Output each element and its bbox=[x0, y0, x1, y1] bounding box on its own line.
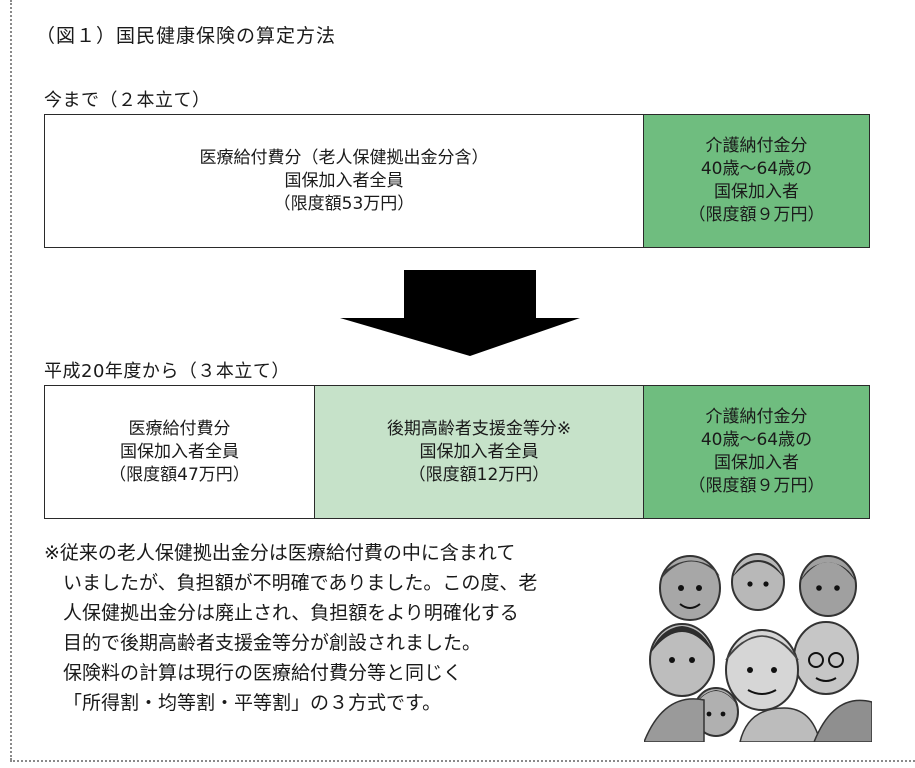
after-care-line-2: 40歳～64歳の bbox=[700, 430, 813, 450]
after-label: 平成20年度から（３本立て） bbox=[44, 361, 290, 382]
before-table: 医療給付費分（老人保健拠出金分含） 国保加入者全員 （限度額53万円） 介護納付… bbox=[44, 114, 870, 248]
after-latter-elderly-line-2: 国保加入者全員 bbox=[419, 441, 539, 462]
elderly-people-group-illustration bbox=[644, 553, 872, 742]
after-latter-elderly-cell: 後期高齢者支援金等分※ 国保加入者全員 （限度額12万円） bbox=[314, 386, 643, 518]
after-medical-line-2: 国保加入者全員 bbox=[120, 441, 239, 462]
footnote: ※従来の老人保健拠出金分は医療給付費の中に含まれて いましたが、負担額が不明確で… bbox=[44, 538, 664, 718]
after-medical-cell: 医療給付費分 国保加入者全員 （限度額47万円） bbox=[45, 386, 314, 518]
after-latter-elderly-line-3: （限度額12万円） bbox=[408, 464, 550, 485]
dotted-frame-left bbox=[10, 0, 12, 760]
before-medical-line-3: （限度額53万円） bbox=[273, 193, 415, 214]
after-medical-line-3: （限度額47万円） bbox=[109, 464, 250, 485]
after-table: 医療給付費分 国保加入者全員 （限度額47万円） 後期高齢者支援金等分※ 国保加… bbox=[44, 385, 870, 519]
before-medical-cell: 医療給付費分（老人保健拠出金分含） 国保加入者全員 （限度額53万円） bbox=[45, 115, 643, 247]
footnote-line-3: 人保健拠出金分は廃止され、負担額をより明確化する bbox=[63, 602, 519, 624]
dotted-frame-bottom bbox=[10, 760, 915, 762]
footnote-line-4: 目的で後期高齢者支援金等分が創設されました。 bbox=[63, 632, 482, 654]
before-care-line-1: 介護納付金分 bbox=[705, 136, 808, 156]
footnote-line-2: いましたが、負担額が不明確でありました。この度、老 bbox=[63, 572, 538, 594]
footnote-line-6: 「所得割・均等割・平等割」の３方式です。 bbox=[63, 692, 442, 714]
footnote-line-5: 保険料の計算は現行の医療給付費分等と同じく bbox=[63, 662, 463, 684]
before-care-line-4: （限度額９万円） bbox=[688, 205, 825, 225]
after-care-line-3: 国保加入者 bbox=[714, 453, 799, 473]
down-arrow-icon bbox=[340, 270, 580, 356]
before-care-line-3: 国保加入者 bbox=[714, 182, 799, 202]
before-care-cell: 介護納付金分 40歳～64歳の 国保加入者 （限度額９万円） bbox=[643, 115, 869, 247]
figure-title: （図１）国民健康保険の算定方法 bbox=[36, 25, 337, 47]
after-medical-line-1: 医療給付費分 bbox=[128, 418, 231, 439]
after-latter-elderly-line-1: 後期高齢者支援金等分※ bbox=[386, 418, 572, 439]
after-care-cell: 介護納付金分 40歳～64歳の 国保加入者 （限度額９万円） bbox=[643, 386, 869, 518]
before-medical-line-1: 医療給付費分（老人保健拠出金分含） bbox=[199, 147, 489, 168]
before-medical-line-2: 国保加入者全員 bbox=[284, 170, 404, 191]
after-care-line-4: （限度額９万円） bbox=[688, 476, 825, 496]
footnote-line-1: ※従来の老人保健拠出金分は医療給付費の中に含まれて bbox=[44, 542, 516, 564]
before-care-line-2: 40歳～64歳の bbox=[700, 159, 813, 179]
before-label: 今まで（２本立て） bbox=[44, 90, 211, 111]
after-care-line-1: 介護納付金分 bbox=[705, 407, 808, 427]
